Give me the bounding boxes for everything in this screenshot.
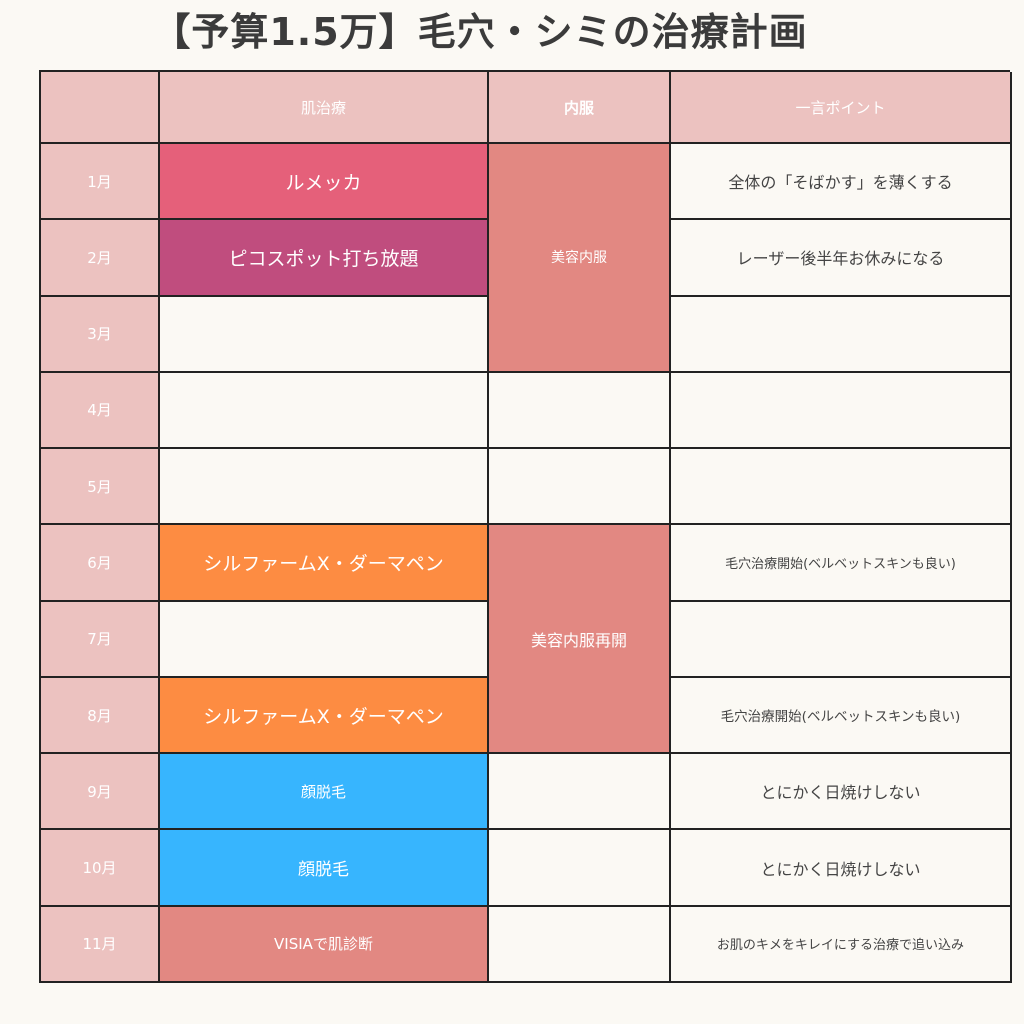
header-point: 一言ポイント bbox=[671, 72, 1012, 144]
oral-medication-cell-empty bbox=[489, 830, 671, 907]
skin-treatment-cell: ルメッカ bbox=[160, 144, 489, 221]
point-cell-empty bbox=[671, 601, 1012, 678]
header-month bbox=[41, 72, 160, 144]
skin-treatment-cell: ピコスポット打ち放題 bbox=[160, 220, 489, 297]
treatment-plan-table: 肌治療 内服 一言ポイント 1月 2月 3月 4月 5月 6月 7月 8月 9月… bbox=[39, 70, 1012, 983]
skin-treatment-cell-empty bbox=[160, 601, 489, 678]
point-cell: 毛穴治療開始(ベルベットスキンも良い) bbox=[671, 677, 1012, 755]
oral-medication-cell-empty bbox=[489, 754, 671, 831]
month-label: 2月 bbox=[41, 220, 160, 297]
header-oral-medication: 内服 bbox=[489, 72, 671, 144]
skin-treatment-cell: 顔脱毛 bbox=[160, 754, 489, 831]
point-cell: お肌のキメをキレイにする治療で追い込み bbox=[671, 906, 1012, 983]
skin-treatment-cell-empty bbox=[160, 296, 489, 373]
skin-treatment-cell: シルファームX・ダーマペン bbox=[160, 525, 489, 602]
skin-treatment-cell: シルファームX・ダーマペン bbox=[160, 677, 489, 755]
month-label: 4月 bbox=[41, 372, 160, 450]
skin-treatment-cell: VISIAで肌診断 bbox=[160, 906, 489, 983]
point-cell: 全体の「そばかす」を薄くする bbox=[671, 144, 1012, 221]
oral-medication-cell-empty bbox=[489, 906, 671, 983]
oral-medication-block: 美容内服 bbox=[489, 144, 671, 373]
point-cell-empty bbox=[671, 372, 1012, 450]
point-cell: レーザー後半年お休みになる bbox=[671, 220, 1012, 297]
point-cell: とにかく日焼けしない bbox=[671, 754, 1012, 831]
point-cell: 毛穴治療開始(ベルベットスキンも良い) bbox=[671, 525, 1012, 602]
month-label: 8月 bbox=[41, 677, 160, 755]
point-cell-empty bbox=[671, 296, 1012, 373]
oral-medication-cell-empty bbox=[489, 449, 671, 526]
point-cell-empty bbox=[671, 449, 1012, 526]
month-label: 6月 bbox=[41, 525, 160, 602]
month-label: 1月 bbox=[41, 144, 160, 221]
page-title: 【予算1.5万】毛穴・シミの治療計画 bbox=[152, 9, 808, 54]
month-label: 7月 bbox=[41, 601, 160, 678]
skin-treatment-cell-empty bbox=[160, 372, 489, 450]
month-label: 5月 bbox=[41, 449, 160, 526]
month-label: 3月 bbox=[41, 296, 160, 373]
point-cell: とにかく日焼けしない bbox=[671, 830, 1012, 907]
skin-treatment-cell: 顔脱毛 bbox=[160, 830, 489, 907]
month-label: 11月 bbox=[41, 906, 160, 983]
header-skin-treatment: 肌治療 bbox=[160, 72, 489, 144]
month-label: 10月 bbox=[41, 830, 160, 907]
month-label: 9月 bbox=[41, 754, 160, 831]
skin-treatment-cell-empty bbox=[160, 449, 489, 526]
oral-medication-block: 美容内服再開 bbox=[489, 525, 671, 755]
oral-medication-cell-empty bbox=[489, 372, 671, 450]
